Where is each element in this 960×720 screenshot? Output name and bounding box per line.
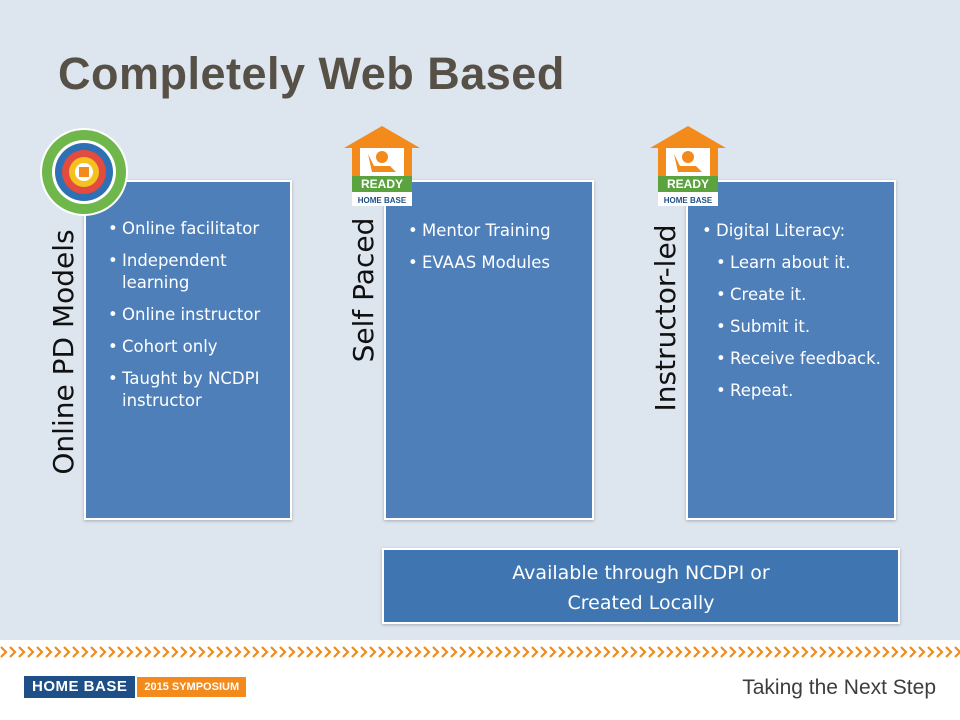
list-item: Digital Literacy: Learn about it. Create… bbox=[702, 220, 884, 402]
ready-home-base-badge-icon: READY HOME BASE bbox=[650, 126, 726, 206]
bullet-list: Mentor Training EVAAS Modules bbox=[408, 220, 582, 274]
svg-text:READY: READY bbox=[361, 177, 403, 191]
list-item: Online facilitator bbox=[108, 218, 278, 240]
sub-list-item: Submit it. bbox=[716, 316, 884, 338]
banner-line: Created Locally bbox=[567, 592, 715, 614]
sub-list-item: Learn about it. bbox=[716, 252, 884, 274]
banner-line: Available through NCDPI or bbox=[512, 562, 770, 584]
panel-self-paced: Mentor Training EVAAS Modules bbox=[384, 180, 594, 520]
logo-sub: 2015 SYMPOSIUM bbox=[137, 677, 247, 697]
list-item: Taught by NCDPI instructor bbox=[108, 368, 278, 412]
list-item: Online instructor bbox=[108, 304, 278, 326]
list-item: Mentor Training bbox=[408, 220, 582, 242]
slide-title: Completely Web Based bbox=[58, 48, 565, 99]
logo-main: HOME BASE bbox=[24, 676, 136, 698]
svg-text:HOME BASE: HOME BASE bbox=[664, 196, 713, 205]
sub-list-item: Receive feedback. bbox=[716, 348, 884, 370]
svg-text:READY: READY bbox=[667, 177, 709, 191]
bullet-list: Digital Literacy: Learn about it. Create… bbox=[702, 220, 884, 402]
bullet-list: Online facilitator Independent learning … bbox=[108, 218, 278, 412]
panel-instructor-led: Digital Literacy: Learn about it. Create… bbox=[686, 180, 896, 520]
seal-badge-icon bbox=[40, 128, 128, 216]
list-item: Cohort only bbox=[108, 336, 278, 358]
list-item-label: Digital Literacy: bbox=[716, 221, 846, 240]
chevron-stripe-icon bbox=[0, 644, 960, 660]
sub-list-item: Create it. bbox=[716, 284, 884, 306]
svg-text:HOME BASE: HOME BASE bbox=[358, 196, 407, 205]
sub-list-item: Repeat. bbox=[716, 380, 884, 402]
home-base-symposium-logo: HOME BASE 2015 SYMPOSIUM bbox=[24, 676, 247, 698]
tagline: Taking the Next Step bbox=[742, 676, 936, 699]
panel-online-pd-models: Online facilitator Independent learning … bbox=[84, 180, 292, 520]
ready-home-base-badge-icon: READY HOME BASE bbox=[344, 126, 420, 206]
list-item: Independent learning bbox=[108, 250, 278, 294]
list-item: EVAAS Modules bbox=[408, 252, 582, 274]
sub-bullet-list: Learn about it. Create it. Submit it. Re… bbox=[716, 252, 884, 402]
availability-banner: Available through NCDPI or Created Local… bbox=[382, 548, 900, 624]
column-label-online-pd-models: Online PD Models bbox=[47, 229, 80, 475]
